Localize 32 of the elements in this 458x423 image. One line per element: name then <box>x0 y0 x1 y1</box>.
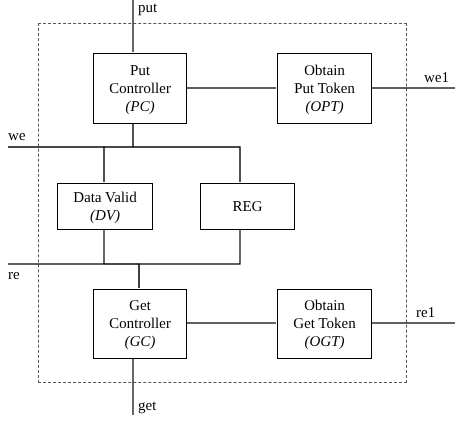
signal-name: get <box>133 398 166 415</box>
signal-name: re1 <box>416 305 455 323</box>
signal-name: we <box>8 128 32 147</box>
signal-wire <box>132 358 134 415</box>
module-name: Put Controller <box>108 62 172 98</box>
module-abbreviation: (GC) <box>124 333 156 351</box>
signal-wire <box>186 322 276 324</box>
module-name: Obtain Put Token <box>293 62 356 98</box>
signal-wire <box>186 87 276 89</box>
module-abbreviation: (PC) <box>125 98 155 116</box>
signal-name: put <box>133 0 166 17</box>
module-abbreviation: (DV) <box>90 206 120 224</box>
module-box <box>93 53 187 124</box>
module-abbreviation: (OGT) <box>304 333 344 351</box>
signal-name: re <box>8 264 28 285</box>
signal-wire <box>8 146 241 182</box>
module-box <box>93 289 187 359</box>
dashed-boundary <box>38 23 407 383</box>
module-box <box>277 289 372 359</box>
module-box <box>277 53 372 124</box>
module-box <box>200 183 295 230</box>
signal-wire <box>132 0 134 52</box>
module-name: Obtain Get Token <box>292 297 357 333</box>
signal-name: we1 <box>424 70 455 88</box>
signal-wire <box>371 87 455 89</box>
module-name: REG <box>232 198 262 216</box>
module-abbreviation: (OPT) <box>305 98 344 116</box>
module-name: Get Controller <box>108 297 172 333</box>
signal-wire <box>8 263 140 288</box>
signal-wire <box>371 322 455 324</box>
module-name: Data Valid <box>73 188 137 206</box>
module-box <box>57 183 153 230</box>
